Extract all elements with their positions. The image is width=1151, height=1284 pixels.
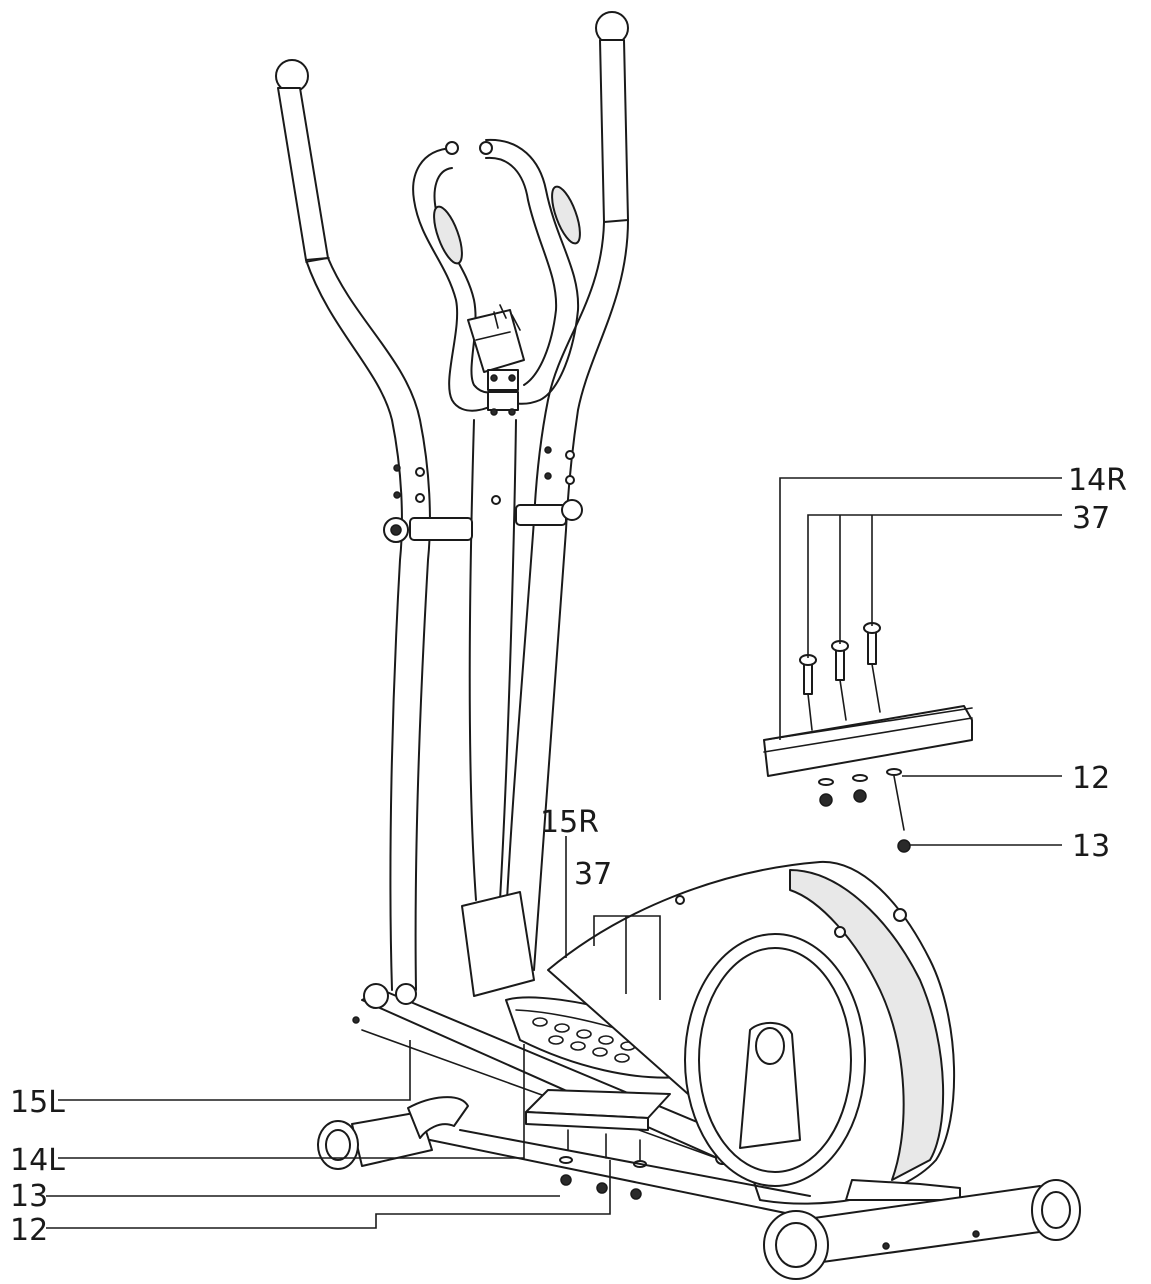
label-14L: 14L	[10, 1143, 65, 1178]
part-labels: 14R 37 12 13 15R 37 15L 14L 13 12	[10, 463, 1127, 1248]
label-14R: 14R	[1068, 463, 1127, 498]
static-pulse-handlebar	[412, 138, 581, 412]
label-13-right: 13	[1072, 829, 1110, 864]
label-12-right: 12	[1072, 761, 1110, 796]
label-37-right: 37	[1072, 501, 1110, 536]
left-pedal	[525, 1089, 671, 1200]
base-frame	[317, 1096, 1081, 1280]
label-12-left: 12	[10, 1213, 48, 1248]
leader-lines	[46, 477, 1062, 1229]
label-15L: 15L	[10, 1085, 65, 1120]
flywheel-housing	[547, 860, 961, 1205]
label-15R: 15R	[540, 805, 599, 840]
console-mast	[461, 304, 535, 997]
label-13-left: 13	[10, 1179, 48, 1214]
exploded-right-pedal	[763, 622, 973, 853]
pedal-grip-pattern	[532, 1017, 636, 1063]
label-37-center: 37	[574, 857, 612, 892]
upper-pivot-bar	[383, 499, 583, 543]
right-moving-handlebar	[503, 11, 629, 971]
exploded-bolts	[799, 622, 881, 731]
